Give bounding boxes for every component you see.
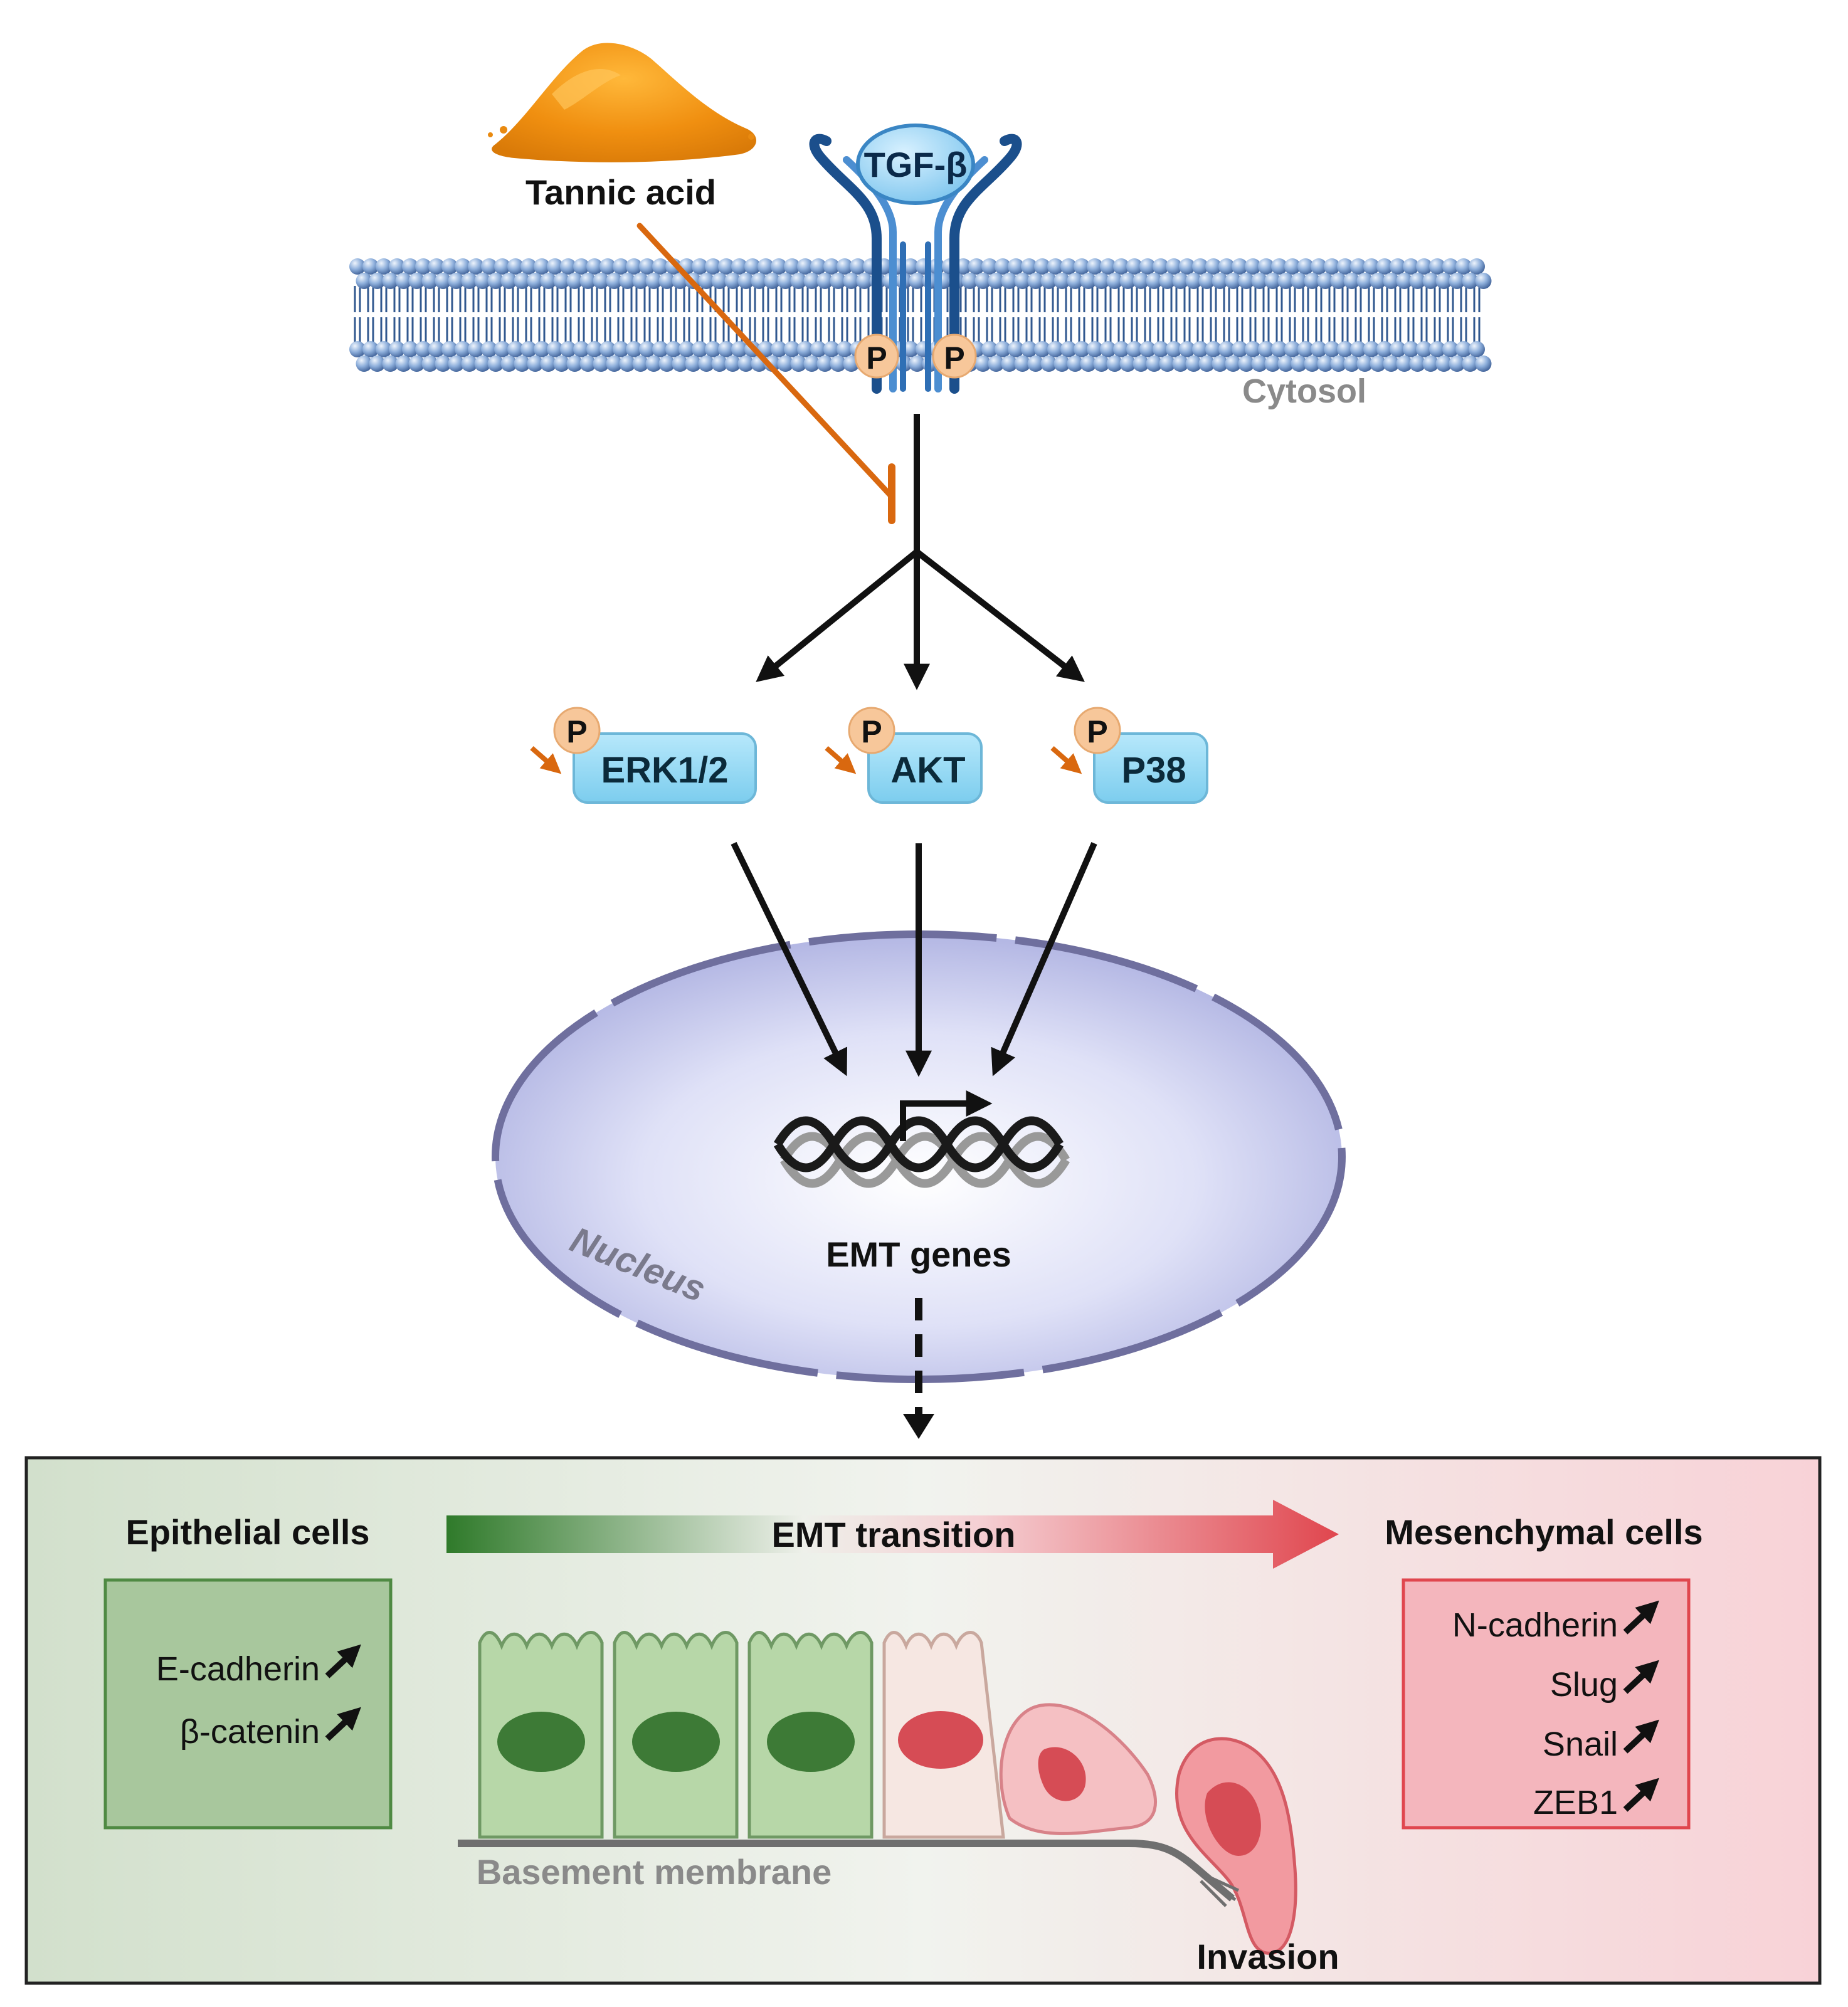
mesenchymal-cell-1: [999, 1703, 1157, 1835]
epithelial-cell-3: [747, 1631, 874, 1839]
nucleus-to-emt-dashed-arrow: [903, 1298, 934, 1439]
kinase-to-nucleus-arrows: [731, 841, 1097, 1077]
epithelial-cells-label: Epithelial cells: [125, 1512, 369, 1552]
dna-helix-icon: [773, 1116, 1070, 1188]
basement-membrane: [458, 1840, 1240, 1907]
epithelial-marker-1-up-icon: [325, 1644, 361, 1678]
tannic-acid-inhibition: [636, 223, 895, 524]
tannic-acid-powder-icon: [488, 43, 757, 162]
receptor-phospho-right: P: [932, 334, 977, 379]
emt-transition-label: EMT transition: [772, 1515, 1016, 1554]
epithelial-marker-box: E-cadherin β-catenin: [103, 1578, 393, 1830]
tannic-acid-label: Tannic acid: [525, 172, 716, 212]
transitioning-cell: [882, 1631, 1005, 1839]
signaling-branches: [756, 414, 1085, 690]
kinase-p38-label: P38: [1121, 750, 1186, 791]
mesenchymal-marker-2-up-icon: [1623, 1660, 1659, 1694]
kinase-akt-label: AKT: [890, 750, 965, 791]
transcription-start-arrow-icon: [900, 1090, 993, 1141]
mesenchymal-marker-4: ZEB1: [1533, 1784, 1618, 1821]
kinase-erk-phospho-label: P: [566, 714, 587, 749]
tgf-beta-label: TGF-β: [864, 145, 968, 184]
epithelial-marker-1: E-cadherin: [156, 1650, 320, 1688]
cytosol-label: Cytosol: [1242, 372, 1366, 410]
p38-decrease-arrow: [1050, 745, 1082, 774]
receptor-phospho-left: P: [854, 334, 899, 379]
mesenchymal-marker-box: N-cadherin Slug Snail ZEB1: [1402, 1578, 1691, 1830]
mesenchymal-marker-1-up-icon: [1623, 1600, 1659, 1635]
emt-genes-label: EMT genes: [826, 1235, 1011, 1274]
tgf-beta-ligand: TGF-β: [856, 124, 975, 205]
receptor-phospho-left-label: P: [866, 340, 887, 376]
kinase-p38-phospho-label: P: [1087, 714, 1107, 749]
mesenchymal-marker-3: Snail: [1543, 1725, 1618, 1763]
mesenchymal-marker-4-up-icon: [1623, 1778, 1659, 1812]
basement-membrane-label: Basement membrane: [477, 1852, 832, 1892]
mesenchymal-marker-2: Slug: [1550, 1666, 1618, 1704]
tgf-beta-receptor: [809, 134, 1022, 394]
kinase-erk: ERK1/2 P: [530, 707, 757, 804]
cell-membrane: [349, 258, 1492, 372]
akt-decrease-arrow: [825, 745, 857, 774]
erk-decrease-arrow: [530, 745, 562, 774]
epithelial-marker-2-up-icon: [325, 1707, 361, 1741]
mesenchymal-cells-label: Mesenchymal cells: [1385, 1512, 1703, 1552]
invasion-label: Invasion: [1196, 1937, 1339, 1976]
kinase-akt: AKT P: [825, 707, 983, 804]
epithelial-cell-1: [478, 1631, 604, 1839]
receptor-phospho-right-label: P: [944, 340, 964, 376]
mesenchymal-marker-3-up-icon: [1623, 1719, 1659, 1754]
epithelial-marker-2: β-catenin: [180, 1713, 320, 1751]
emt-transition-arrow: EMT transition: [446, 1500, 1339, 1569]
mesenchymal-marker-1: N-cadherin: [1452, 1606, 1618, 1644]
kinase-p38: P38 P: [1050, 707, 1208, 804]
mesenchymal-cell-invading: [1175, 1737, 1297, 1955]
epithelial-cell-2: [613, 1631, 739, 1839]
kinase-erk-label: ERK1/2: [601, 750, 728, 791]
kinase-akt-phospho-label: P: [861, 714, 882, 749]
